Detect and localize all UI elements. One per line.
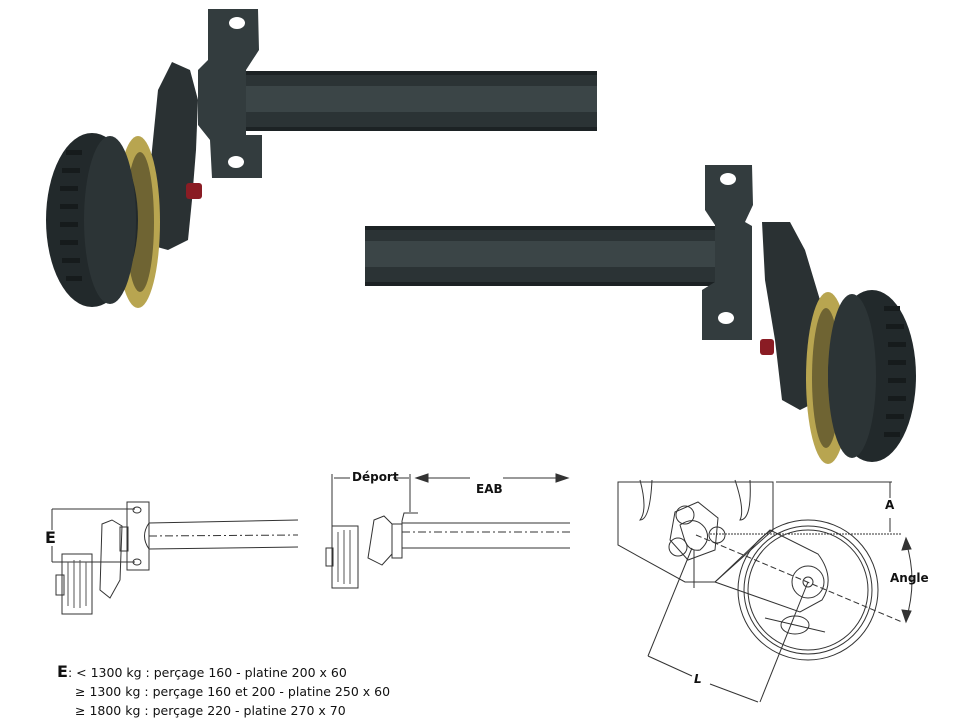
offset-deport-label: Déport [352,470,399,484]
axle-illustration [46,9,916,464]
legend-separator: : [67,665,73,680]
arm-angle-line-art [617,479,913,703]
dimension-l-label: L [694,672,702,686]
angle-label: Angle [890,571,929,585]
legend-row: E: < 1300 kg : perçage 160 - platine 200… [57,662,390,682]
eab-label: EAB [476,482,503,496]
legend-spec: : perçage 160 - platine 200 x 60 [145,665,347,680]
e-spec-legend: E: < 1300 kg : perçage 160 - platine 200… [57,662,390,720]
dimension-e-label: E [45,528,56,547]
legend-condition: ≥ 1300 kg [75,684,141,699]
legend-spec: : perçage 220 - platine 270 x 70 [144,703,346,718]
legend-row: ≥ 1300 kg : perçage 160 et 200 - platine… [57,682,390,701]
legend-row: ≥ 1800 kg : perçage 220 - platine 270 x … [57,701,390,720]
legend-spec: : perçage 160 et 200 - platine 250 x 60 [144,684,391,699]
legend-condition: < 1300 kg [76,665,142,680]
side-view-drawing: Déport EAB [320,460,580,600]
arm-angle-drawing: A Angle L [600,470,940,710]
legend-key: E [57,662,68,681]
front-view-line-art [51,501,299,615]
axle-photo-left [46,9,916,464]
dimension-a-label: A [885,498,895,512]
front-view-drawing: E [40,490,310,620]
legend-condition: ≥ 1800 kg [75,703,141,718]
side-view-line-art [325,473,570,589]
